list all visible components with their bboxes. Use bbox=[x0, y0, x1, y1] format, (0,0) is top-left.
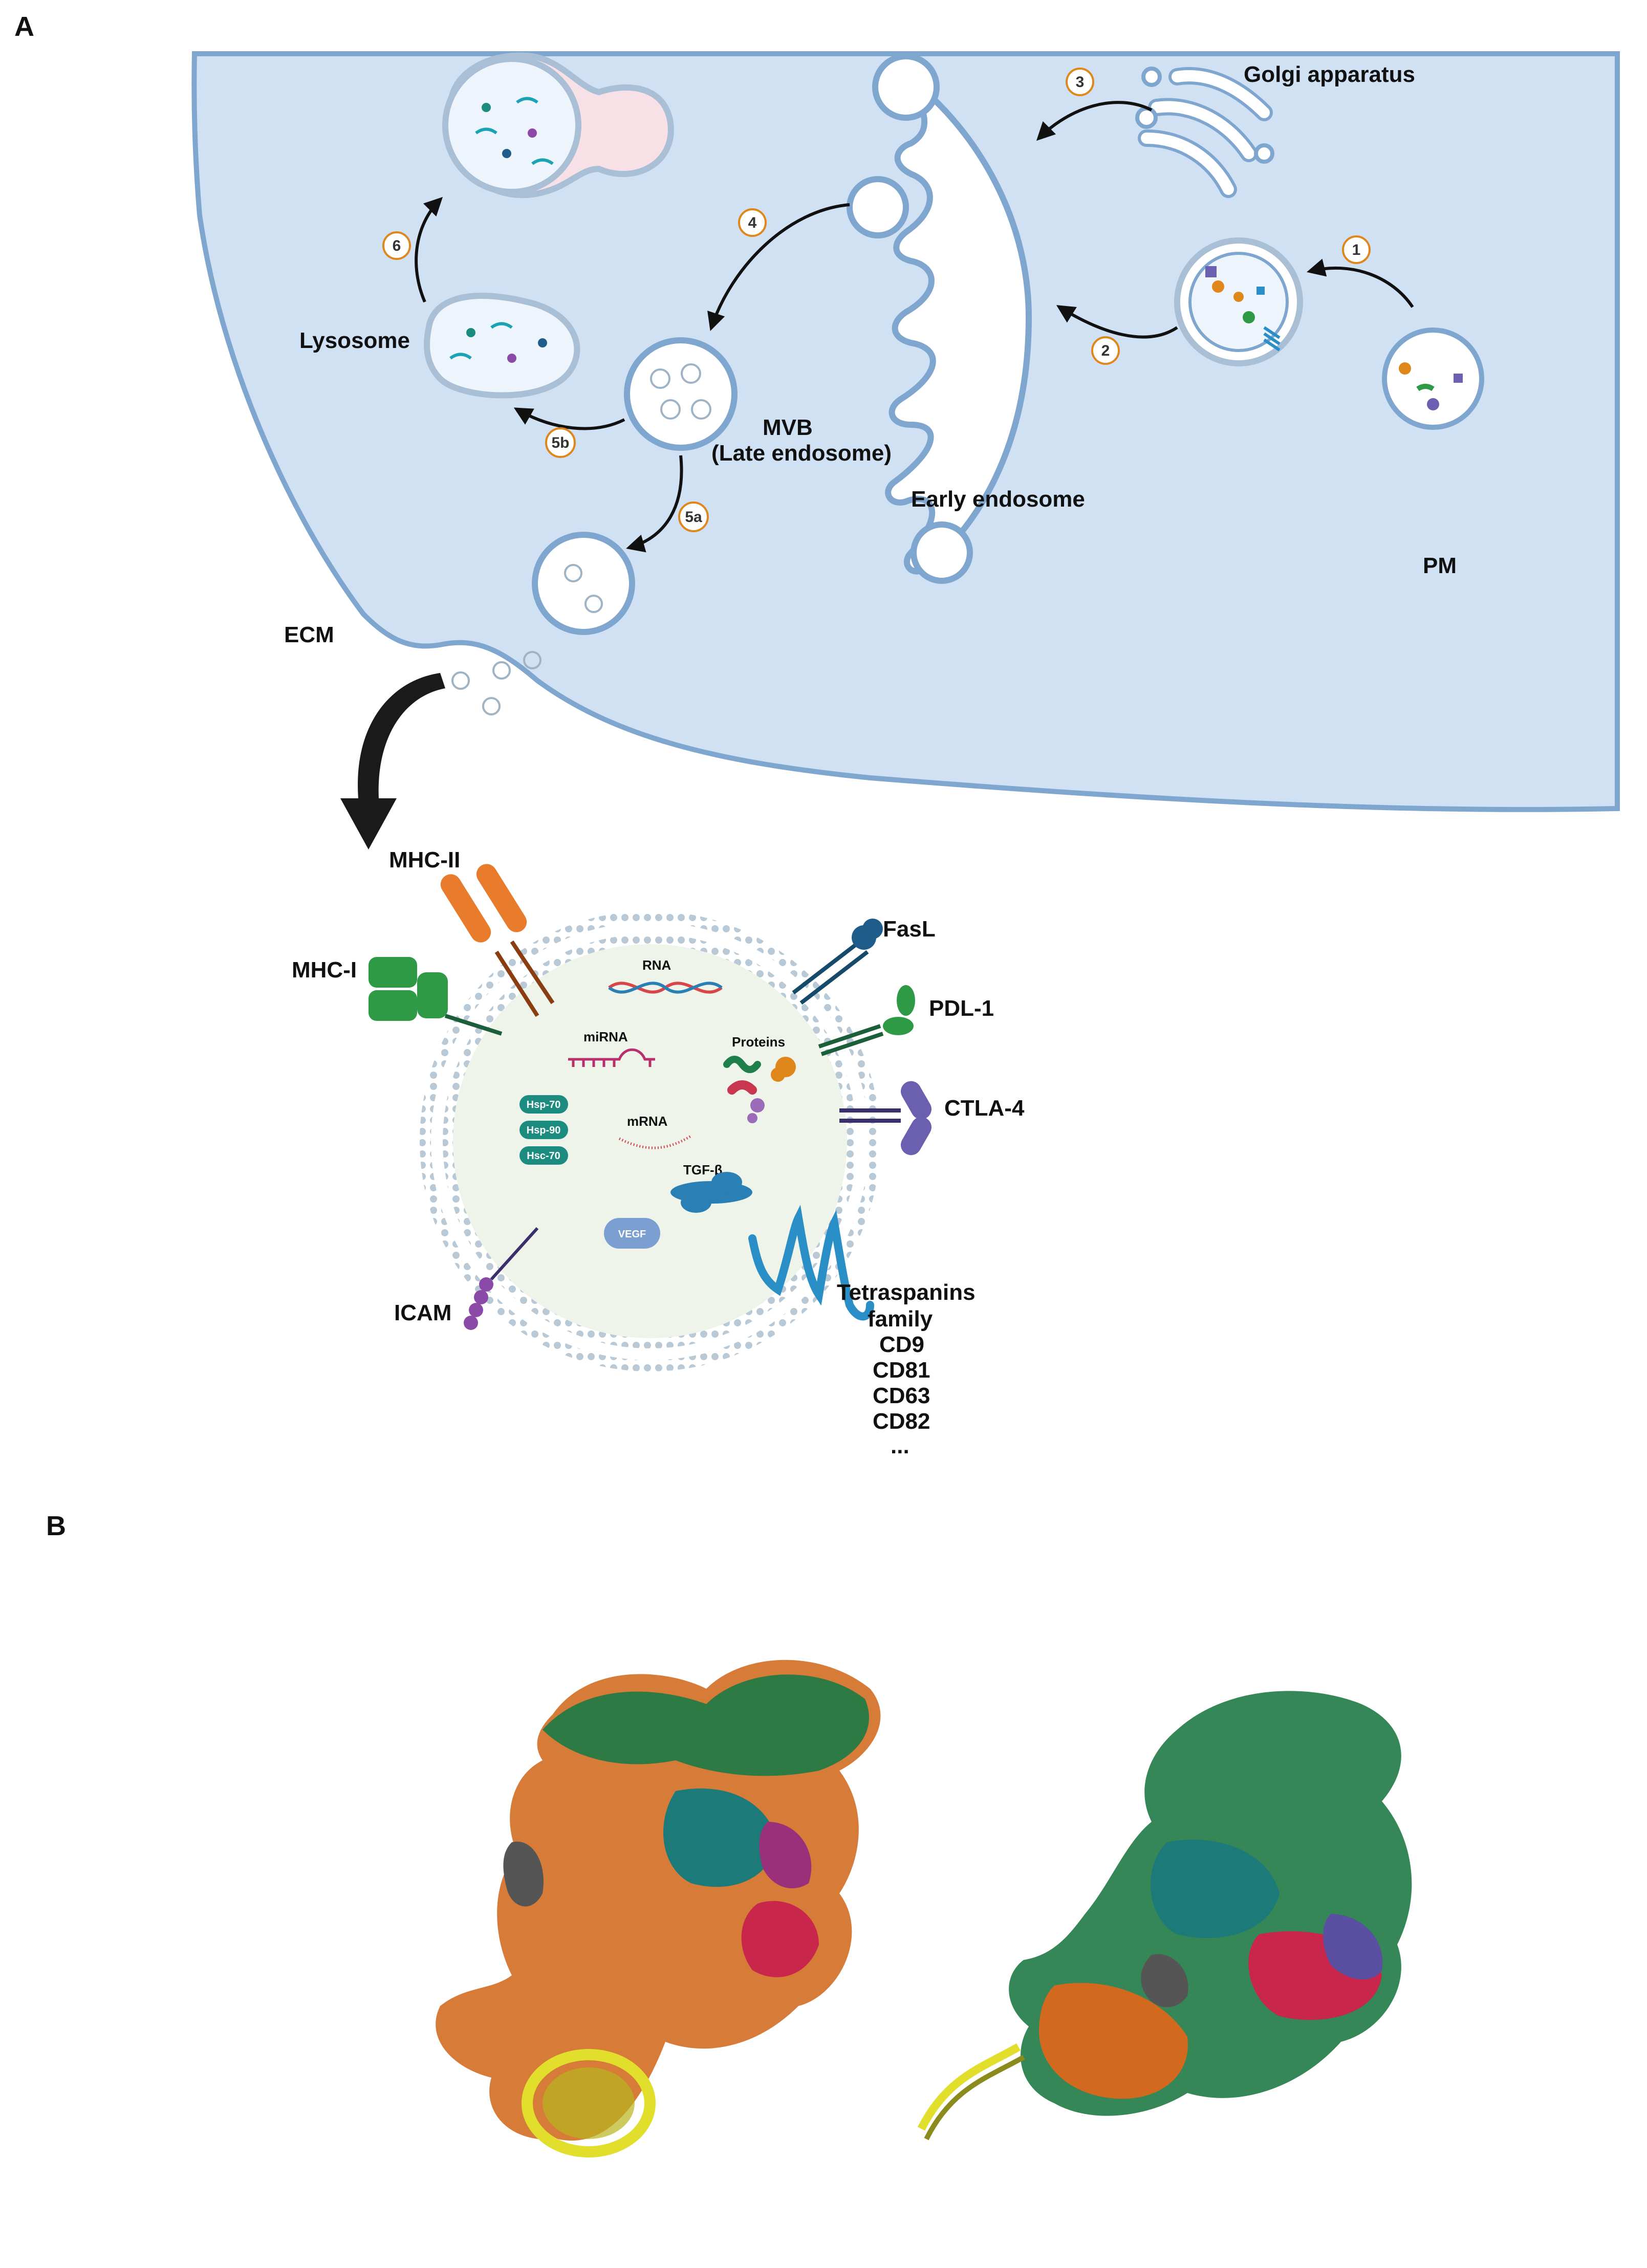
step-badge-2: 2 bbox=[1091, 336, 1120, 365]
cd82-label: CD82 bbox=[873, 1409, 930, 1434]
pm-label: PM bbox=[1423, 553, 1457, 578]
arrow-step-6 bbox=[415, 197, 443, 303]
lysosome bbox=[424, 293, 580, 399]
step-badge-3: 3 bbox=[1066, 68, 1094, 96]
step-badge-5a: 5a bbox=[678, 501, 709, 532]
rna-label: RNA bbox=[642, 957, 671, 973]
vegf-label: VEGF bbox=[618, 1229, 646, 1240]
mvb-label-late-endosome: (Late endosome) bbox=[711, 441, 892, 466]
svg-text:4: 4 bbox=[748, 214, 757, 231]
release-arrow bbox=[340, 673, 445, 849]
protein-structure-right bbox=[917, 1691, 1412, 2141]
cd81-label: CD81 bbox=[873, 1358, 930, 1383]
svg-text:3: 3 bbox=[1076, 74, 1085, 91]
proteins-label: Proteins bbox=[732, 1034, 785, 1050]
icam-label: ICAM bbox=[394, 1300, 451, 1325]
hsp-chips: Hsp-70 Hsp-90 Hsc-70 bbox=[519, 1095, 568, 1165]
fasl-label: FasL bbox=[883, 917, 936, 942]
released-exosomes bbox=[451, 651, 541, 715]
arrow-step-1 bbox=[1307, 258, 1414, 308]
icam bbox=[464, 1227, 539, 1330]
pdl1-label: PDL-1 bbox=[929, 996, 994, 1021]
mhc-i-label: MHC-I bbox=[292, 957, 357, 983]
step-badge-5b: 5b bbox=[545, 427, 576, 458]
svg-text:2: 2 bbox=[1101, 342, 1110, 359]
arrow-step-5b bbox=[513, 407, 625, 430]
golgi-label: Golgi apparatus bbox=[1244, 62, 1415, 87]
arrow-step-4 bbox=[707, 203, 850, 331]
mvb bbox=[624, 337, 738, 451]
fasl bbox=[792, 919, 883, 1005]
svg-text:6: 6 bbox=[393, 237, 401, 254]
panel-b-letter: B bbox=[46, 1511, 66, 1541]
step-badge-4: 4 bbox=[738, 208, 767, 237]
lysosome-label: Lysosome bbox=[299, 328, 410, 353]
ctla4 bbox=[839, 1081, 931, 1155]
exocytosis-bud bbox=[532, 532, 635, 635]
lysosome-fusion bbox=[442, 52, 674, 199]
svg-text:5b: 5b bbox=[551, 434, 569, 451]
arrow-step-5a bbox=[626, 455, 683, 553]
mirna-label: miRNA bbox=[583, 1029, 628, 1044]
mhc-ii bbox=[440, 864, 555, 1017]
pm-invagination bbox=[1382, 328, 1484, 430]
tetraspanin bbox=[748, 1205, 874, 1321]
cd9-label: CD9 bbox=[879, 1332, 924, 1357]
step-badge-6: 6 bbox=[382, 231, 411, 260]
arrow-step-3 bbox=[1036, 101, 1153, 141]
ctla4-label: CTLA-4 bbox=[944, 1096, 1025, 1121]
ellipsis-label: ... bbox=[891, 1433, 909, 1458]
hsp90-label: Hsp-90 bbox=[527, 1125, 561, 1136]
golgi-apparatus bbox=[1135, 67, 1274, 198]
tgfb-icon bbox=[670, 1172, 752, 1213]
mirna-icon bbox=[568, 1048, 655, 1067]
early-endosome bbox=[847, 53, 1032, 584]
mvb-label: MVB bbox=[763, 415, 813, 440]
step-badge-1: 1 bbox=[1342, 235, 1371, 264]
arrow-step-2 bbox=[1056, 305, 1178, 339]
mhc-i bbox=[369, 957, 503, 1036]
proteins-icon bbox=[723, 1056, 796, 1123]
mrna-icon bbox=[618, 1135, 692, 1149]
protein-structure-left bbox=[436, 1660, 881, 2157]
hsp70-label: Hsp-70 bbox=[527, 1099, 561, 1110]
step-badges: 1 2 3 4 5a 5b 6 bbox=[382, 68, 1371, 532]
early-vesicle bbox=[1174, 237, 1303, 366]
ecm-label: ECM bbox=[284, 622, 334, 647]
early-endosome-label: Early endosome bbox=[911, 487, 1085, 512]
mhc-ii-label: MHC-II bbox=[389, 847, 460, 873]
tetraspanins-label: Tetraspanins bbox=[837, 1280, 976, 1305]
hsc70-label: Hsc-70 bbox=[527, 1150, 560, 1162]
pathway-arrows bbox=[415, 101, 1414, 553]
rna-helix-icon bbox=[608, 982, 723, 994]
tetraspanins-family-label: family bbox=[868, 1306, 933, 1332]
svg-text:1: 1 bbox=[1352, 242, 1361, 258]
cd63-label: CD63 bbox=[873, 1383, 930, 1408]
svg-text:5a: 5a bbox=[685, 509, 702, 526]
pdl1 bbox=[818, 985, 915, 1056]
vegf-chip: VEGF bbox=[604, 1218, 660, 1249]
mrna-label: mRNA bbox=[627, 1114, 668, 1129]
panel-a-letter: A bbox=[14, 11, 34, 42]
